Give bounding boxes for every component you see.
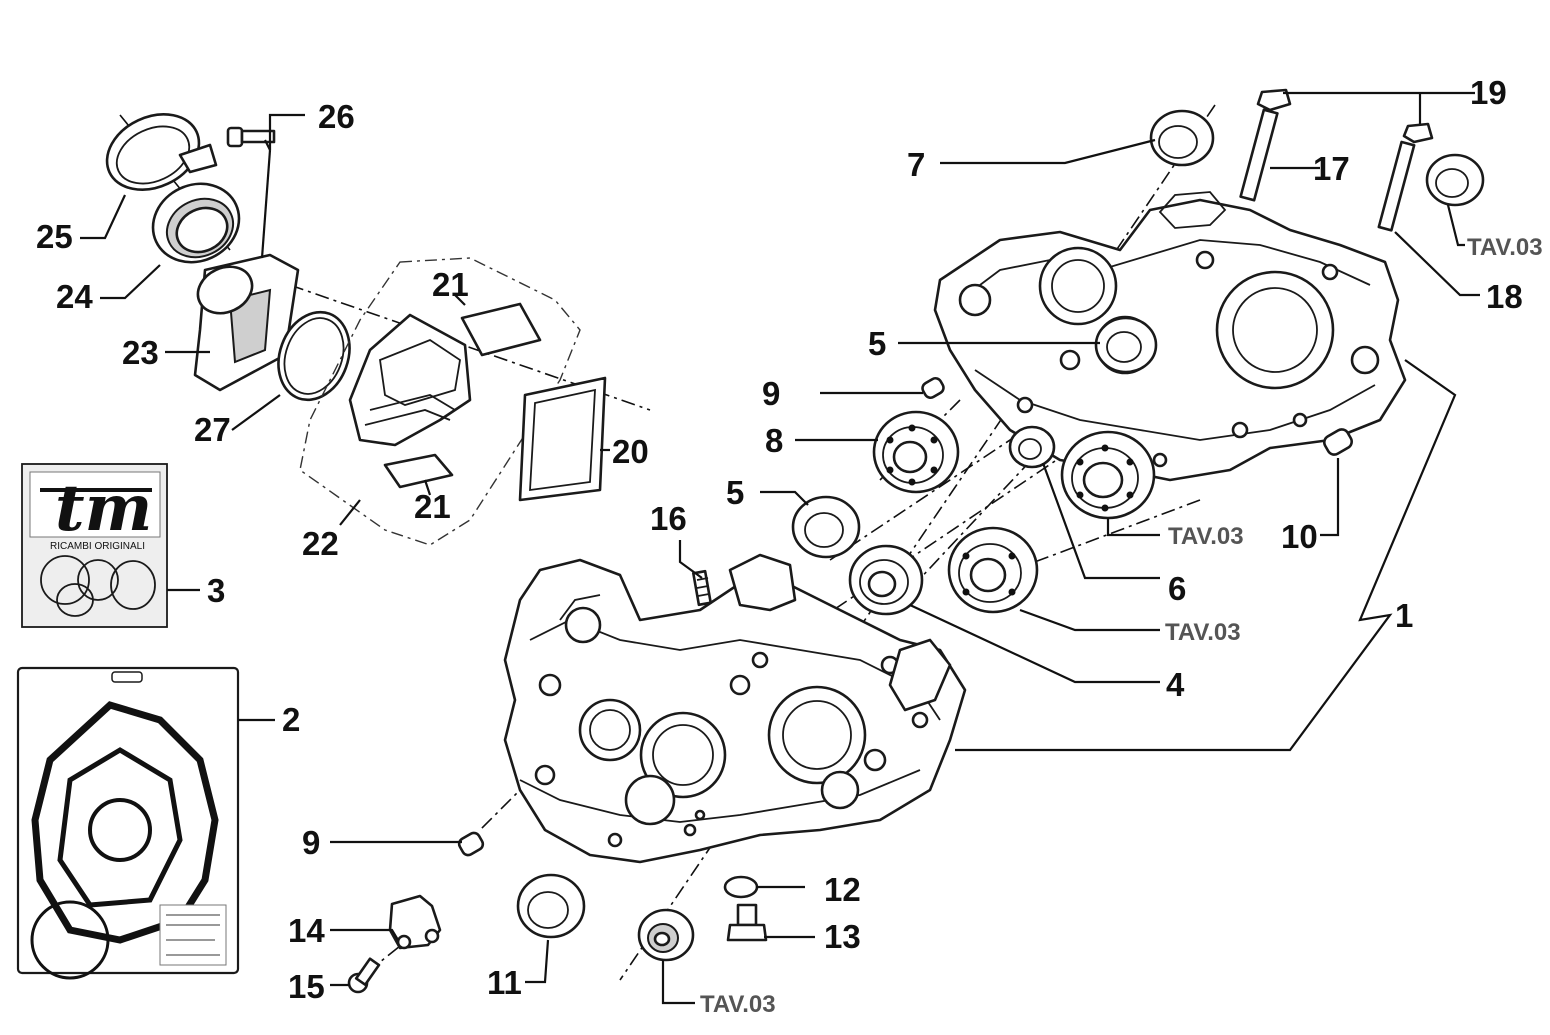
part-label-3: 3 [207, 572, 225, 609]
roller-bearing-tav03-center [947, 526, 1039, 614]
ball-bearing-8 [872, 410, 960, 494]
dowel-9-upper [921, 376, 945, 400]
gasket-kit-package-2 [16, 666, 240, 980]
seal-kit-package-3: tm RICAMBI ORIGINALI [21, 463, 168, 628]
drain-plug-13 [726, 903, 768, 942]
part-label-12: 12 [824, 871, 861, 908]
reed-block-22 [348, 313, 472, 447]
intake-assembly [105, 113, 607, 546]
part-label-27: 27 [194, 411, 231, 448]
oil-seal-tav03-top [1425, 153, 1485, 207]
left-crankcase-half [503, 553, 967, 864]
part-label-2: 2 [282, 701, 300, 738]
part-label-20: 20 [612, 433, 649, 470]
o-ring-27 [277, 310, 351, 402]
oil-seal-tav03-bottom [637, 908, 695, 962]
part-label-11: 11 [487, 964, 522, 1001]
part-label-9-lower: 9 [302, 824, 320, 861]
stud-18 [1377, 122, 1434, 232]
part-label-6: 6 [1168, 570, 1186, 607]
part-label-24: 24 [56, 278, 93, 315]
bracket-hole [424, 928, 440, 944]
stud-17 [1239, 88, 1292, 202]
part-label-1: 1 [1395, 597, 1413, 634]
part-label-16: 16 [650, 500, 687, 537]
part-label-5-upper: 5 [868, 325, 886, 362]
part-label-19: 19 [1470, 74, 1507, 111]
tav-reference-right-bearing: TAV.03 [1168, 523, 1244, 550]
part-label-9-upper: 9 [762, 375, 780, 412]
dowel-9-lower [457, 831, 485, 857]
part-label-14: 14 [288, 912, 325, 949]
screw-16 [692, 569, 712, 607]
ball-bearing-4 [848, 544, 924, 616]
table-references: TAV.03 TAV.03 TAV.03 TAV.03 [700, 234, 1543, 1018]
oil-seal-11 [516, 873, 586, 939]
brand-logo: tm [55, 471, 152, 546]
part-label-4: 4 [1166, 666, 1185, 703]
part-label-13: 13 [824, 918, 861, 955]
part-label-15: 15 [288, 968, 325, 1005]
bolt-15 [347, 957, 381, 994]
part-label-26: 26 [318, 98, 355, 135]
reed-petal-21-lower [383, 453, 454, 489]
tav-reference-bottom-seal: TAV.03 [700, 991, 776, 1018]
intake-sleeve-24 [151, 182, 241, 264]
screw-26 [226, 126, 276, 148]
part-label-23: 23 [122, 334, 159, 371]
reed-petal-21-upper [460, 302, 542, 357]
tav-reference-top-right: TAV.03 [1467, 234, 1543, 261]
part-label-5-lower: 5 [726, 474, 744, 511]
part-label-7: 7 [907, 146, 925, 183]
part-label-21-upper: 21 [432, 266, 469, 303]
part-label-18: 18 [1486, 278, 1523, 315]
ball-bearing-tav03-right [1060, 430, 1156, 520]
oil-seal-5-upper [1094, 316, 1158, 374]
gasket-20 [518, 376, 607, 502]
small-parts [347, 88, 1434, 994]
oil-seal-5-lower [791, 495, 861, 559]
hose-clamp-25 [105, 113, 218, 191]
oil-seal-7 [1149, 109, 1215, 167]
bearing-seal-set [516, 109, 1485, 962]
part-label-25: 25 [36, 218, 73, 255]
intake-manifold-23 [193, 253, 300, 392]
bracket-hole [396, 934, 412, 950]
tav-reference-center-bearing: TAV.03 [1165, 619, 1241, 646]
part-label-22: 22 [302, 525, 339, 562]
washer-12 [723, 875, 759, 899]
package-caption: RICAMBI ORIGINALI [50, 541, 145, 552]
dowel-10 [1323, 428, 1353, 456]
oil-seal-6 [1008, 425, 1056, 469]
part-label-17: 17 [1313, 150, 1350, 187]
part-number-labels: 1 2 3 4 5 5 6 7 8 9 9 10 11 12 13 14 15 … [36, 74, 1523, 1005]
leader-lines [80, 91, 1480, 1005]
part-label-21-lower: 21 [414, 488, 451, 525]
part-label-10: 10 [1281, 518, 1318, 555]
part-label-8: 8 [765, 422, 783, 459]
